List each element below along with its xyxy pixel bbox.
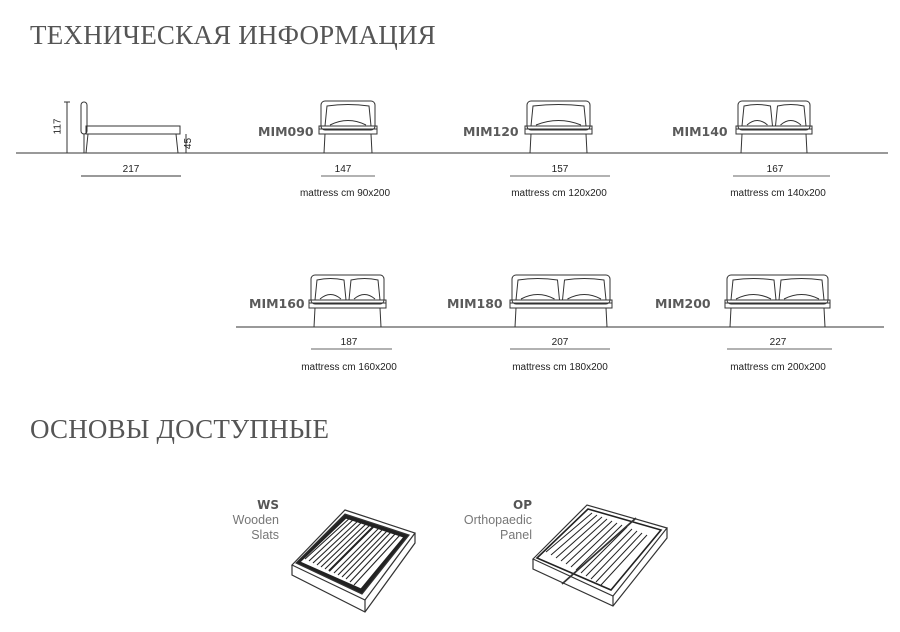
model-code-mim120: MIM120: [463, 124, 519, 139]
model-mattress-mim140: mattress cm 140x200: [730, 188, 826, 199]
model-code-mim180: MIM180: [447, 296, 503, 311]
model-code-mim200: MIM200: [655, 296, 711, 311]
front-bed-mim120: [524, 100, 593, 154]
model-mattress-mim090: mattress cm 90x200: [299, 188, 391, 199]
side-length-label: 217: [122, 164, 140, 175]
side-view-bed: [64, 101, 187, 177]
front-bed-mim160: [308, 274, 387, 328]
model-code-mim140: MIM140: [672, 124, 728, 139]
front-bed-mim200: [724, 274, 831, 328]
model-mattress-mim120: mattress cm 120x200: [511, 188, 607, 199]
model-code-mim090: MIM090: [258, 124, 314, 139]
base-name-ws-line1: Wooden: [232, 513, 279, 527]
model-mattress-mim180: mattress cm 180x200: [512, 362, 608, 373]
model-mattress-mim160: mattress cm 160x200: [301, 362, 397, 373]
bases-heading: ОСНОВЫ ДОСТУПНЫЕ: [30, 414, 330, 444]
front-view-beds: [308, 100, 831, 328]
side-leg-height-label: 45: [183, 137, 195, 150]
model-mattress-mim200: mattress cm 200x200: [730, 362, 826, 373]
base-code-op: OP: [513, 498, 532, 512]
front-bed-mim090: [318, 100, 378, 154]
base-name-op-line1: Orthopaedic: [463, 513, 532, 527]
model-width-mim180: 207: [551, 337, 569, 348]
technical-info-heading: ТЕХНИЧЕСКАЯ ИНФОРМАЦИЯ: [30, 20, 436, 50]
front-bed-mim180: [509, 274, 613, 328]
base-code-ws: WS: [257, 498, 279, 512]
model-width-mim140: 167: [766, 164, 784, 175]
model-width-mim120: 157: [551, 164, 569, 175]
orthopaedic-panel-base-icon: [531, 504, 669, 607]
base-name-ws-line2: Slats: [251, 528, 279, 542]
model-code-mim160: MIM160: [249, 296, 305, 311]
model-width-mim090: 147: [334, 164, 352, 175]
wooden-slats-base-icon: [290, 509, 416, 613]
side-height-label: 117: [52, 118, 64, 135]
front-bed-mim140: [735, 100, 813, 154]
model-width-mim200: 227: [769, 337, 787, 348]
base-name-op-line2: Panel: [500, 528, 532, 542]
model-width-mim160: 187: [340, 337, 358, 348]
